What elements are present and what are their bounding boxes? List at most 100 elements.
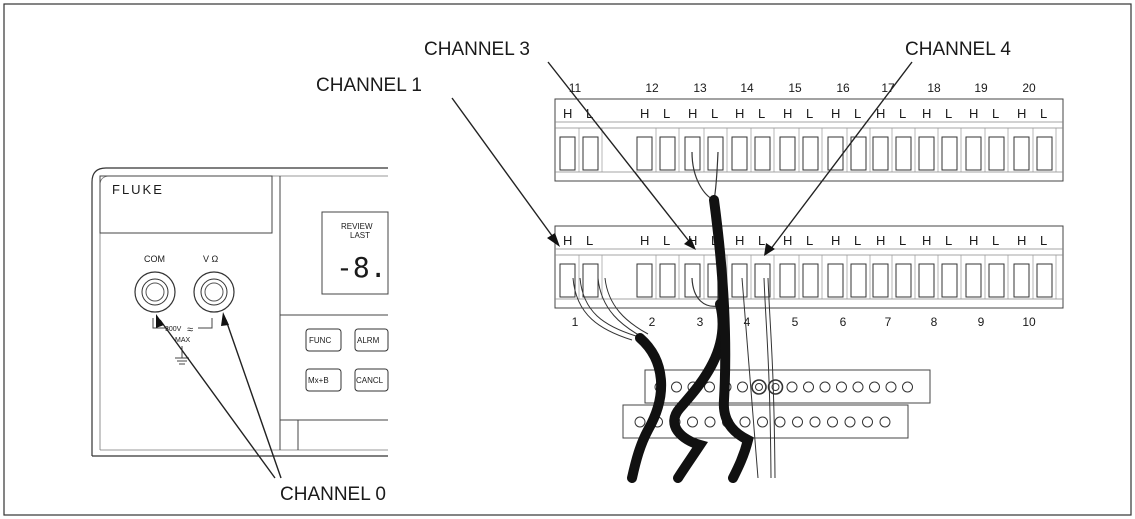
upper-terminal-3-l-screw[interactable]	[707, 136, 724, 171]
upper-terminal-9-h-screw[interactable]	[965, 136, 982, 171]
lower-terminal-9-h-screw[interactable]	[965, 263, 982, 298]
lower-terminal-10-l-screw[interactable]	[1036, 263, 1053, 298]
connector-hole[interactable]	[827, 416, 838, 428]
lower-terminal-2-l-label: L	[663, 233, 670, 248]
func-button[interactable]: FUNC	[305, 328, 342, 352]
connector-hole[interactable]	[862, 416, 873, 428]
lower-terminal-1-h-label: H	[563, 233, 572, 248]
upper-terminal-1-l-screw[interactable]	[582, 136, 599, 171]
lower-terminal-10-h-screw[interactable]	[1013, 263, 1030, 298]
lower-terminal-5-l-screw[interactable]	[802, 263, 819, 298]
connector-hole[interactable]	[836, 381, 847, 393]
lower-channel-number: 1	[572, 315, 579, 329]
volt-ohm-input-jack[interactable]	[193, 271, 235, 313]
upper-terminal-2-h-screw[interactable]	[636, 136, 653, 171]
connector-hole[interactable]	[786, 381, 798, 393]
lower-terminal-5-h-label: H	[783, 233, 792, 248]
lower-terminal-1-h-screw[interactable]	[559, 263, 576, 298]
upper-terminal-6-h-screw[interactable]	[827, 136, 844, 171]
lower-terminal-8-h-screw[interactable]	[918, 263, 935, 298]
connector-hole[interactable]	[687, 416, 698, 428]
connector-hole[interactable]	[819, 381, 831, 393]
mx-b-button[interactable]: Mx+B	[305, 368, 342, 392]
lower-terminal-8-l-screw[interactable]	[941, 263, 958, 298]
connector-hole[interactable]	[774, 416, 786, 428]
lower-terminal-7-h-screw[interactable]	[872, 263, 889, 298]
lower-terminal-6-h-screw[interactable]	[827, 263, 844, 298]
svg-text:ALRM: ALRM	[357, 336, 380, 345]
connector-hole[interactable]	[671, 381, 682, 393]
lower-terminal-9-l-screw[interactable]	[988, 263, 1005, 298]
upper-terminal-7-h-screw[interactable]	[872, 136, 889, 171]
connector-hole[interactable]	[869, 381, 880, 393]
lower-terminal-10-h-label: H	[1017, 233, 1026, 248]
lower-channel-number: 9	[978, 315, 985, 329]
upper-terminal-7-h-label: H	[876, 106, 885, 121]
connector-hole[interactable]	[902, 381, 913, 393]
connector-hole[interactable]	[751, 379, 767, 395]
upper-terminal-8-l-screw[interactable]	[941, 136, 958, 171]
connector-hole[interactable]	[792, 416, 803, 428]
brand-window	[99, 175, 273, 234]
lower-terminal-7-h-label: H	[876, 233, 885, 248]
callout-channel-3: CHANNEL 3	[424, 39, 696, 250]
upper-terminal-3-l-label: L	[711, 106, 718, 121]
upper-terminal-6-l-screw[interactable]	[850, 136, 867, 171]
upper-channel-number: 16	[836, 81, 850, 95]
upper-terminal-4-l-screw[interactable]	[754, 136, 771, 171]
lower-terminal-4-h-screw[interactable]	[731, 263, 748, 298]
meter-display: REVIEW LAST -8.	[321, 211, 389, 295]
connector-hole[interactable]	[803, 381, 814, 393]
connector-hole[interactable]	[844, 416, 856, 428]
connector-hole[interactable]	[704, 416, 716, 428]
upper-terminal-5-h-screw[interactable]	[779, 136, 796, 171]
upper-terminal-10-l-screw[interactable]	[1036, 136, 1053, 171]
upper-channel-number: 17	[881, 81, 895, 95]
upper-terminal-6-h-label: H	[831, 106, 840, 121]
upper-channel-number: 20	[1022, 81, 1036, 95]
upper-terminal-8-h-screw[interactable]	[918, 136, 935, 171]
callout-channel-1: CHANNEL 1	[316, 75, 560, 247]
lower-terminal-5-h-screw[interactable]	[779, 263, 796, 298]
upper-terminal-4-h-screw[interactable]	[731, 136, 748, 171]
lower-terminal-1-l-screw[interactable]	[582, 263, 599, 298]
connector-hole[interactable]	[767, 379, 784, 395]
connector-hole[interactable]	[885, 381, 897, 393]
upper-terminal-7-l-label: L	[899, 106, 906, 121]
com-input-jack[interactable]	[134, 271, 176, 313]
connector-hole[interactable]	[704, 381, 715, 393]
cancl-button[interactable]: CANCL	[354, 368, 389, 392]
lower-terminal-4-l-screw[interactable]	[754, 263, 771, 298]
upper-terminal-8-h-label: H	[922, 106, 931, 121]
upper-terminal-1-h-screw[interactable]	[559, 136, 576, 171]
upper-terminal-10-h-screw[interactable]	[1013, 136, 1030, 171]
lower-terminal-6-l-screw[interactable]	[850, 263, 867, 298]
upper-terminal-9-l-screw[interactable]	[988, 136, 1005, 171]
lower-terminal-2-l-screw[interactable]	[659, 263, 676, 298]
connector-hole[interactable]	[879, 416, 891, 428]
alrm-button[interactable]: ALRM	[354, 328, 389, 352]
upper-terminal-2-h-label: H	[640, 106, 649, 121]
upper-terminal-10-l-label: L	[1040, 106, 1047, 121]
lower-terminal-2-h-screw[interactable]	[636, 263, 653, 298]
connector-hole[interactable]	[757, 416, 768, 428]
com-label: COM	[144, 254, 165, 264]
display-reading: -8.	[336, 251, 387, 284]
connector-hole[interactable]	[852, 381, 864, 393]
connector-hole[interactable]	[737, 381, 748, 393]
channel-0-label: CHANNEL 0	[280, 484, 386, 505]
connector-hole-inner	[755, 383, 763, 391]
lower-terminal-2-h-label: H	[640, 233, 649, 248]
upper-terminal-5-l-screw[interactable]	[802, 136, 819, 171]
ac-symbol: ≈	[187, 324, 193, 336]
connector-hole[interactable]	[809, 416, 821, 428]
connector-hole[interactable]	[634, 416, 646, 428]
channel-13-cable	[691, 151, 754, 483]
upper-terminal-2-l-screw[interactable]	[659, 136, 676, 171]
lower-terminal-7-l-screw[interactable]	[895, 263, 912, 298]
last-label: LAST	[350, 231, 370, 240]
connector-hole[interactable]	[739, 416, 751, 428]
upper-terminal-7-l-screw[interactable]	[895, 136, 912, 171]
lower-terminal-4-h-label: H	[735, 233, 744, 248]
